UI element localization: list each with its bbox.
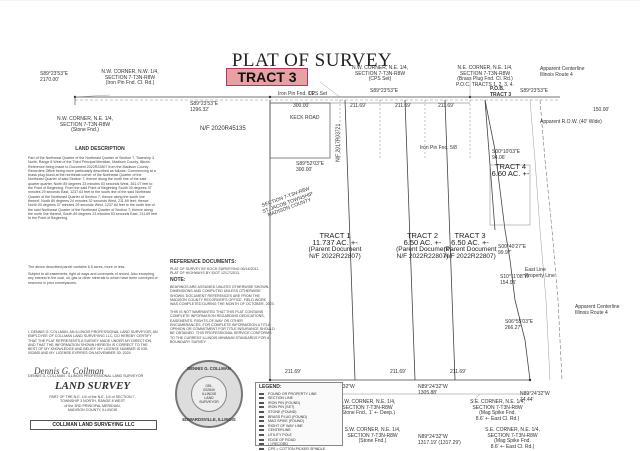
legend-row: SECTION LINE — [256, 396, 342, 401]
legend-row: FOUND OR PROPERTY LINE — [256, 392, 342, 397]
cps-set-label: CPS Set — [308, 91, 328, 97]
legend-row: EDGE OF ROAD — [256, 438, 342, 443]
subject-note: Subject to all easements, right of ways … — [28, 272, 158, 285]
nf-label-2: N/F 2017R03721 — [335, 123, 342, 162]
legend-row: UTILITY POLE — [256, 433, 342, 438]
corner-se-lower: S.E. CORNER, N.E. 1/4,SECTION 7-T3N-R8W(… — [485, 427, 540, 450]
corner-nw-left: N.W. CORNER, N.E. 1/4,SECTION 7-T3N-R8W(… — [56, 116, 114, 134]
dist-south-lot2: 211.69' — [390, 369, 406, 375]
legend-row: IRON PIN (SET) — [256, 405, 342, 410]
corner-ne-top: N.E. CORNER, N.E. 1/4,SECTION 7-T3N-R8W(… — [456, 65, 514, 88]
land-description: Part of the Northeast Quarter of the Nor… — [28, 156, 158, 221]
tract-divider-1 — [344, 99, 356, 381]
legend-row: CENTERLINE — [256, 428, 342, 433]
legend-row: STONE (FOUND) — [256, 410, 342, 415]
apparent-row-label: Apparent R.O.W. (40' Wide) — [540, 119, 602, 125]
dist-south-lot: 211.69' — [285, 369, 301, 375]
tract-banner: TRACT 3 — [226, 68, 308, 86]
nf-parcel — [269, 102, 331, 159]
corner-nw-top: N.W. CORNER, N.W. 1/4,SECTION 7-T3N-R8W(… — [101, 69, 159, 87]
land-survey-heading: LAND SURVEY — [54, 380, 131, 392]
dist-top-right: 150.00' — [593, 107, 610, 113]
corner-se-bottom: S.E. CORNER, N.E. 1/4,SECTION 7-T3N-R8W(… — [470, 399, 525, 422]
surveyor-title: DENNIS G. COLLMAN - ILLINOIS PROFESSIONA… — [28, 374, 144, 378]
corner-sw-bottom: S.W. CORNER, N.E. 1/4,SECTION 7-T3N-R8W(… — [339, 399, 396, 417]
dist-north-3: 211.69' — [395, 103, 411, 109]
note-heading: NOTE: — [170, 277, 186, 283]
tract-divider-2 — [404, 99, 416, 381]
surveyor-signature: Dennis G. Collman — [34, 366, 104, 376]
legend-heading: LEGEND: — [259, 384, 282, 390]
dist-north-2: 211.69' — [350, 103, 366, 109]
land-description-heading: LAND DESCRIPTION — [75, 146, 125, 152]
seal-bottom-text: EDWARDSVILLE, ILLINOIS — [182, 417, 236, 422]
reference-heading: REFERENCE DOCUMENTS: — [170, 259, 237, 265]
survey-subtitle: PART OF THE N.E. 1/4 of the N.E. 1/4 of … — [49, 395, 136, 412]
company-name: COLLMAN LAND SURVEYING LLC — [30, 420, 157, 430]
keck-road: KECK ROAD — [290, 115, 320, 121]
pob-label: P.O.B.TRACT 3 — [490, 86, 512, 98]
warranty-text: THIS IS NOT WARRANTED THAT THIS PLAT CON… — [170, 310, 275, 345]
seal-top-text: DENNIS G. COLLMAN — [187, 366, 231, 371]
route-4-centerline — [539, 99, 563, 381]
bearing-top-right-2: S89°23'53"E — [520, 88, 549, 94]
legend-row: MAG SPIKE (FOUND) — [256, 419, 342, 424]
legend-row: RIGHT OF WAY LINE — [256, 424, 342, 429]
note-text: BEARINGS ARE ASSUMED UNLESS OTHERWISE SH… — [170, 285, 275, 307]
legend-row: BRASS PLUG (FOUND) — [256, 415, 342, 420]
acreage-note: The above described parcel contains 6.5 … — [28, 265, 126, 269]
reference-docs: PLAT OF SURVEY BY KOCH SURVEYING 06/14/2… — [170, 267, 260, 276]
east-boundary — [484, 99, 531, 381]
certification: I, DENNIS G. COLLMAN, AN ILLINOIS PROFES… — [28, 330, 158, 356]
dist-north-1: 300.00' — [293, 103, 310, 109]
plat-title: PLAT OF SURVEY — [231, 50, 393, 71]
iron-pin-label: Iron Pin Fnd. 1/2 — [278, 91, 315, 97]
nf-label: N/F 2020R45135 — [200, 126, 246, 132]
legend-row: IRON PIN (FOUND) — [256, 401, 342, 406]
corner-nw-mid: N.W. CORNER, N.E. 1/4,SECTION 7-T3N-R8W(… — [351, 65, 409, 83]
legend-row: CPS = COTTON PICKER SPINDLE — [256, 447, 342, 451]
dist-north-4: 211.69' — [438, 103, 454, 109]
legend-row: ( ) RECORD — [256, 442, 342, 447]
tract-divider-3 — [444, 99, 456, 381]
bearing-top-right: S89°23'53"E — [370, 88, 399, 94]
legend: LEGEND: FOUND OR PROPERTY LINE SECTION L… — [255, 382, 343, 451]
corner-sw-lower: S.W. CORNER, N.E. 1/4,SECTION 7-T3N-R8W(… — [344, 427, 401, 445]
route-4-row — [529, 99, 551, 381]
iron-pin-label-2: Iron Pin Fnd. 5/8 — [420, 145, 457, 151]
dist-south-lot3: 211.69' — [450, 369, 466, 375]
